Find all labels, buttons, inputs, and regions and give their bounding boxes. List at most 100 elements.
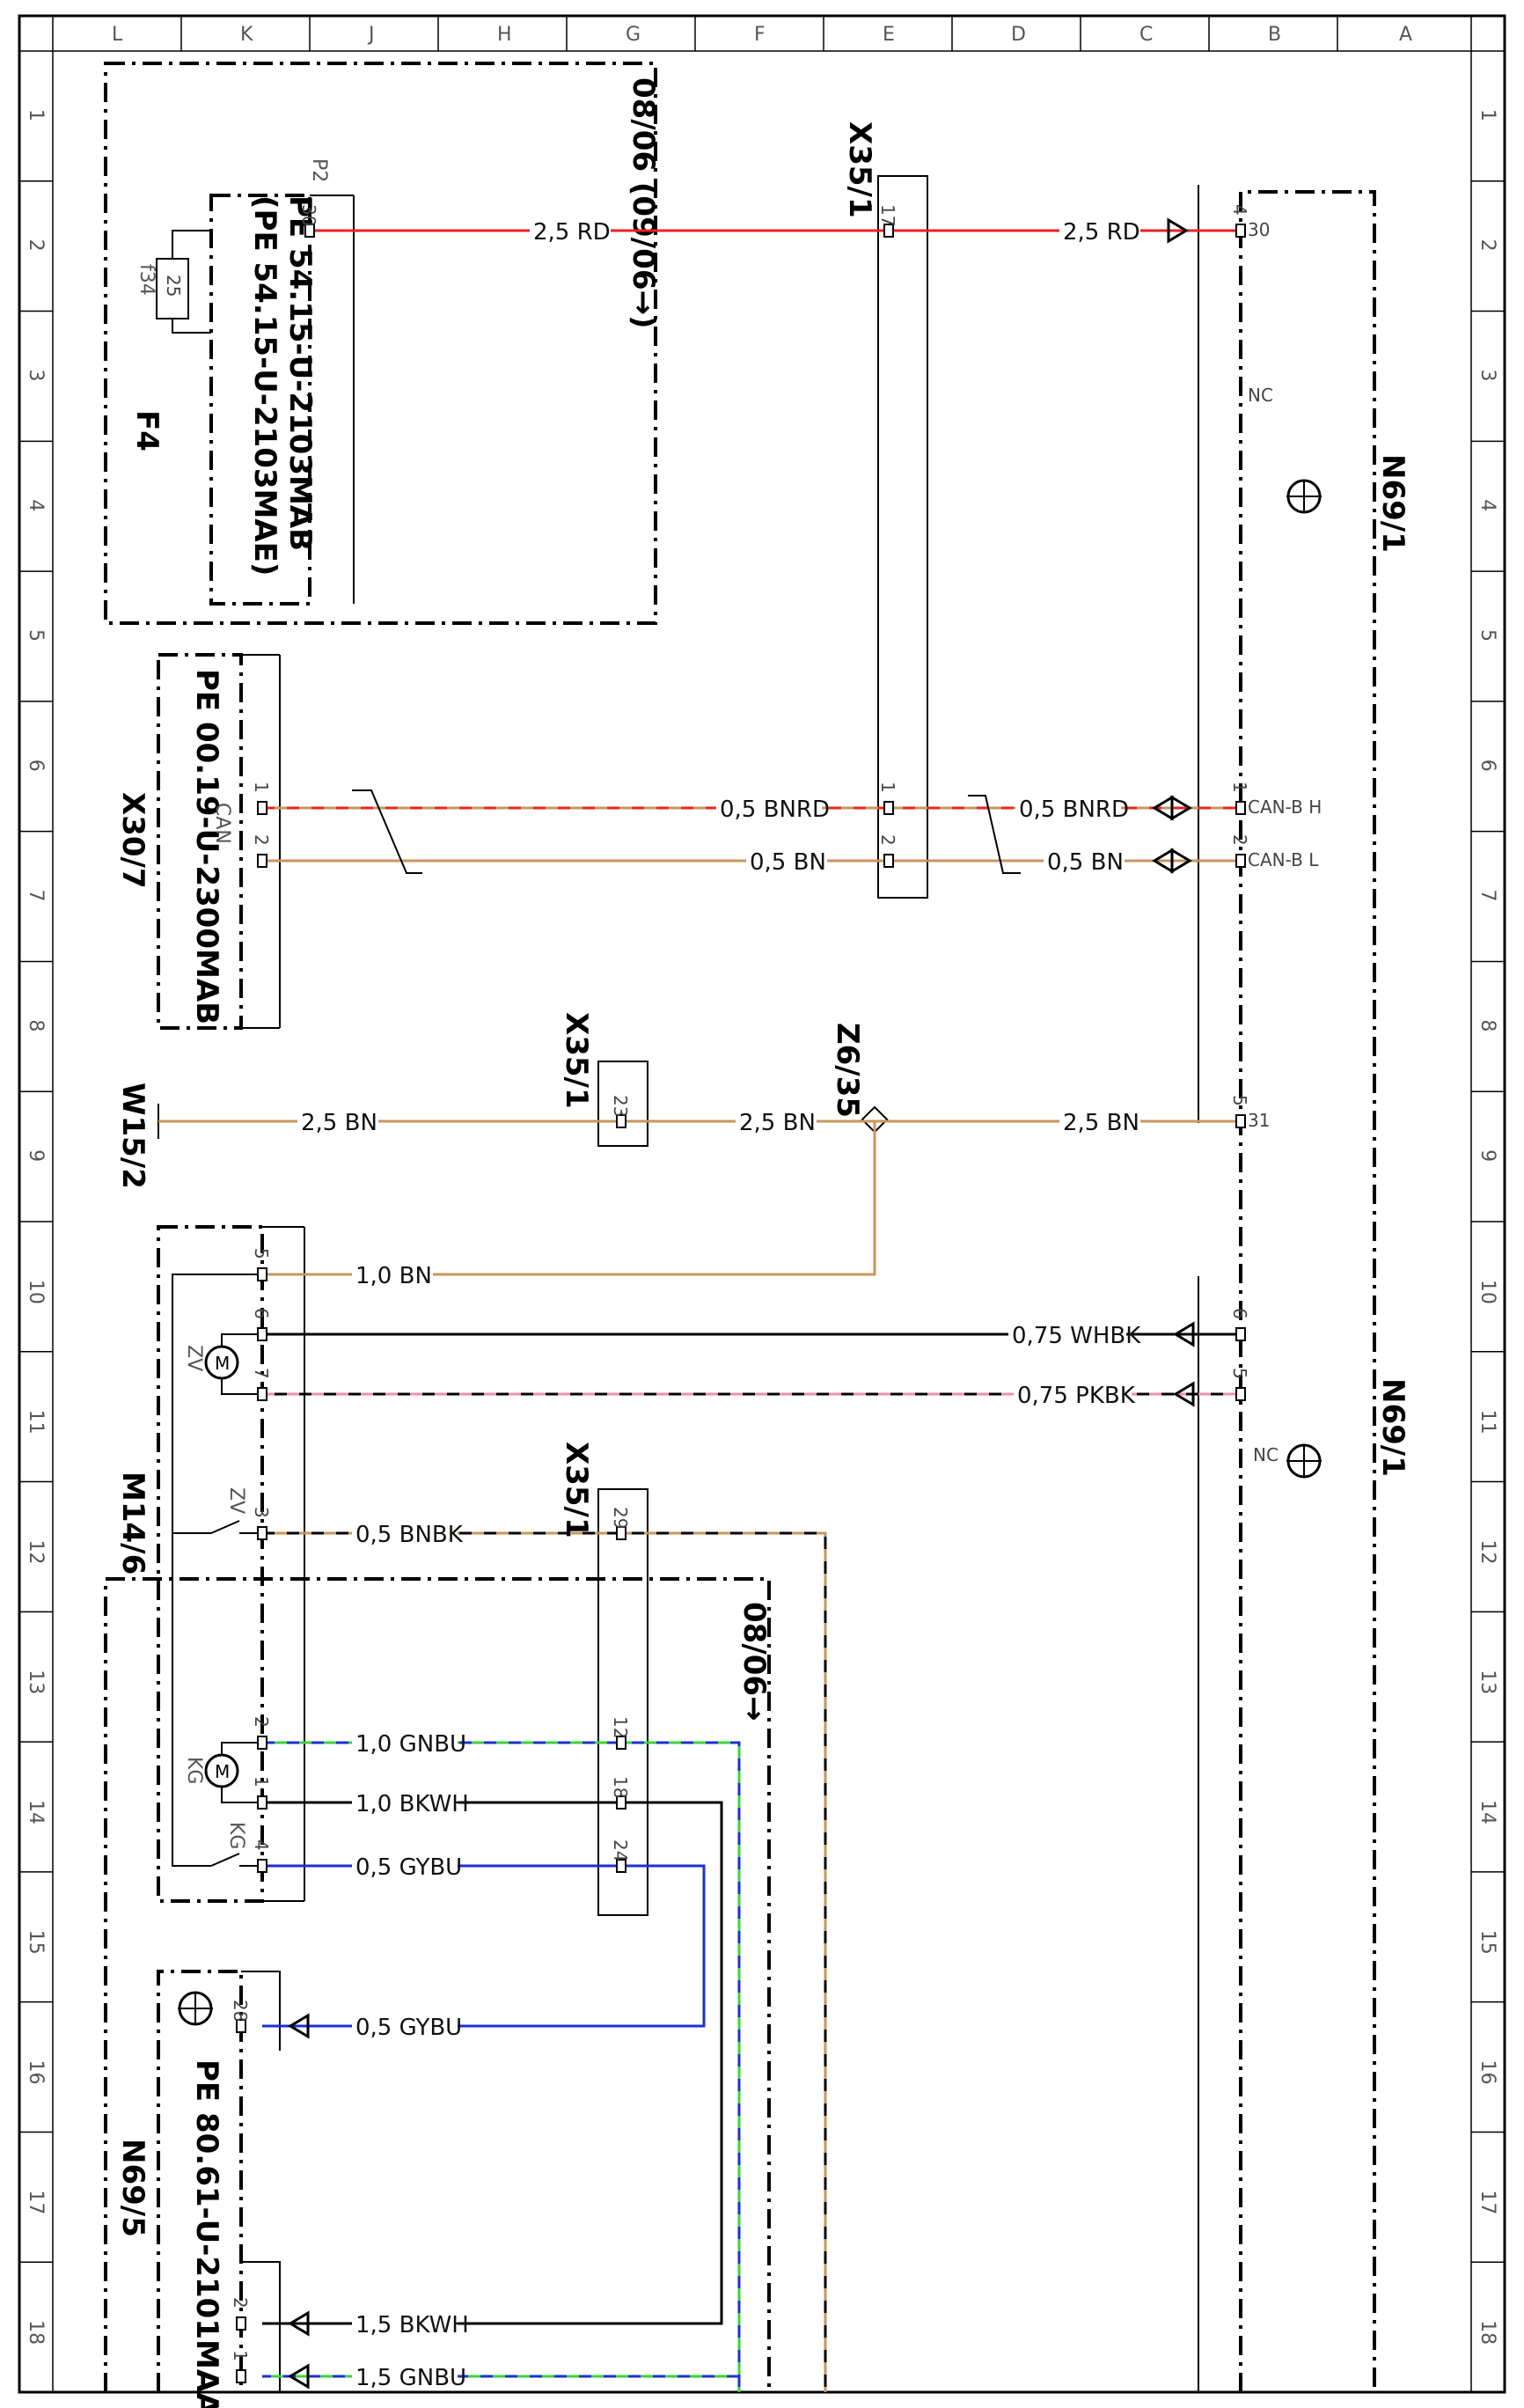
connector-pin bbox=[236, 2019, 246, 2033]
n69-5-control-unit-icon bbox=[178, 1991, 213, 2026]
pin-number: 5 bbox=[1229, 1368, 1250, 1379]
wire-label-w_whbk: 0,75 WHBK bbox=[1012, 1323, 1141, 1349]
wire-label-bg bbox=[1014, 1384, 1132, 1408]
pin-function-label: 30 bbox=[1248, 219, 1270, 240]
grid-row-label: 17 bbox=[25, 2190, 47, 2214]
pin-number: 7 bbox=[251, 1368, 272, 1379]
kg-motor-lead-a bbox=[221, 1742, 262, 1755]
pin-number: 1 bbox=[1229, 782, 1250, 793]
wire-label-w_25rd_b: 2,5 RD bbox=[1063, 219, 1140, 246]
connector-pin bbox=[257, 1327, 267, 1341]
grid-row-label: 3 bbox=[1476, 369, 1498, 381]
wire-label-w_25bn_a: 2,5 BN bbox=[301, 1110, 377, 1136]
f4-pe2-label: (PE 54.15-U-2103MAE) bbox=[247, 195, 282, 576]
grid-row-label: 2 bbox=[1476, 239, 1498, 252]
grid-row-label: 8 bbox=[25, 1019, 47, 1031]
pin-number: 2 bbox=[1229, 834, 1250, 846]
f4-pe1-group: PE 54.15-U-2103MAB bbox=[282, 195, 318, 551]
wire-gnbu bbox=[262, 1741, 741, 2392]
grid-col-label: G bbox=[626, 24, 641, 46]
grid-col-label: L bbox=[112, 24, 123, 46]
pin-number: 4 bbox=[1229, 204, 1250, 216]
n69-1-label-a: N69/1 bbox=[1375, 454, 1410, 553]
wire-label-w_gybu_a: 0,5 GYBU bbox=[355, 1854, 462, 1881]
wire-label-w_15bkwh: 1,5 BKWH bbox=[355, 2312, 469, 2338]
pin-number: 18 bbox=[610, 1776, 631, 1798]
wire-label-w_gybu_b: 0,5 GYBU bbox=[355, 2015, 462, 2041]
wire-label-w_25rd_a: 2,5 RD bbox=[533, 219, 611, 246]
wire-label-bg bbox=[352, 1732, 458, 1757]
wire-label-bg bbox=[1015, 797, 1121, 822]
x35-1-connector-body bbox=[877, 175, 928, 899]
f34-label: f34 bbox=[136, 264, 158, 296]
wire-label-bg bbox=[1008, 1324, 1126, 1348]
connector-pin bbox=[257, 1267, 267, 1281]
kg-motor-lead-b bbox=[221, 1787, 262, 1803]
n69-5-bracket-a bbox=[241, 1971, 281, 2051]
grid-row-label: 11 bbox=[1476, 1410, 1498, 1435]
grid-col-label: H bbox=[497, 24, 512, 46]
wire-label-bg bbox=[1044, 850, 1125, 875]
x35-1-lower-label: X35/1 bbox=[559, 1442, 594, 1538]
grid-row-label: 15 bbox=[1476, 1930, 1498, 1955]
grid-row-label: 9 bbox=[1476, 1149, 1498, 1162]
pin-number: 2 bbox=[230, 2297, 251, 2309]
wire-label-bg bbox=[1059, 220, 1140, 245]
control-unit-icon-a bbox=[1286, 479, 1322, 514]
grid-col-label: A bbox=[1399, 24, 1412, 46]
pin-number: 30 bbox=[298, 204, 319, 226]
wire-1-0-bn bbox=[262, 1121, 876, 1276]
wire-bkwh bbox=[262, 1801, 723, 2325]
pin-function-label: NC bbox=[1253, 1444, 1279, 1465]
kg-switch-icon bbox=[210, 1853, 240, 1867]
svg-text:M: M bbox=[215, 1353, 230, 1374]
connector-pin bbox=[616, 1526, 626, 1540]
grid-row-label: 11 bbox=[25, 1410, 47, 1435]
connector-pin bbox=[257, 1736, 267, 1750]
twisted-pair-marker bbox=[968, 795, 1021, 874]
grid-col-label: E bbox=[883, 24, 895, 46]
connector-pin bbox=[304, 224, 315, 238]
wire-label-bg bbox=[352, 1792, 458, 1817]
control-unit-icon-b bbox=[1286, 1443, 1322, 1479]
pin-number: 4 bbox=[251, 1839, 272, 1851]
grid-row-label: 12 bbox=[1476, 1539, 1498, 1564]
pin-number: 1 bbox=[251, 782, 272, 793]
direction-arrow-icon bbox=[1173, 1381, 1195, 1407]
n69-5-pe-label: PE 80.61-U-2101MAA bbox=[189, 2059, 224, 2408]
grid-col-label: B bbox=[1268, 24, 1281, 46]
wire-label-bg bbox=[297, 1111, 378, 1135]
zv-motor-label: ZV bbox=[183, 1345, 205, 1371]
wire-label-w_bn_b: 0,5 BN bbox=[1047, 849, 1124, 876]
grid-row-label: 18 bbox=[25, 2320, 47, 2345]
twisted-pair-marker bbox=[352, 789, 422, 874]
connector-pin bbox=[257, 1526, 267, 1540]
grid-col-label: C bbox=[1139, 24, 1153, 46]
n69-5-bracket-b bbox=[241, 2261, 281, 2392]
x30-7-can-label: CAN bbox=[211, 803, 233, 844]
wire-label-bg bbox=[716, 797, 822, 822]
pin-number: 1 bbox=[251, 1776, 272, 1788]
wire-label-w_bnrd_a: 0,5 BNRD bbox=[720, 797, 830, 823]
grid-row-label: 3 bbox=[25, 369, 47, 381]
x35-1-mid-connector bbox=[597, 1061, 648, 1147]
grid-row-label: 16 bbox=[1476, 2060, 1498, 2085]
x35-1-upper-label: X35/1 bbox=[842, 121, 877, 218]
wire-label-w_10bn: 1,0 BN bbox=[355, 1263, 432, 1289]
pin-number: 28 bbox=[230, 2000, 251, 2022]
wire-gnbu-stripe bbox=[262, 1741, 741, 2392]
m14-6-boundary bbox=[157, 1225, 264, 1903]
direction-arrow-icon bbox=[1170, 848, 1192, 874]
pin-number: 2 bbox=[251, 834, 272, 846]
pin-number: 2 bbox=[251, 1716, 272, 1728]
wire-label-bg bbox=[352, 1264, 433, 1288]
f4-boundary bbox=[104, 62, 657, 625]
kg-motor-label: KG bbox=[183, 1757, 205, 1784]
variant-0806-note: 08/06→ bbox=[736, 1602, 772, 1722]
connector-pin bbox=[236, 2316, 246, 2331]
grid-row-label: 5 bbox=[25, 629, 47, 642]
connector-pin bbox=[257, 1859, 267, 1873]
wire-label-w_pkbk: 0,75 PKBK bbox=[1017, 1383, 1136, 1409]
